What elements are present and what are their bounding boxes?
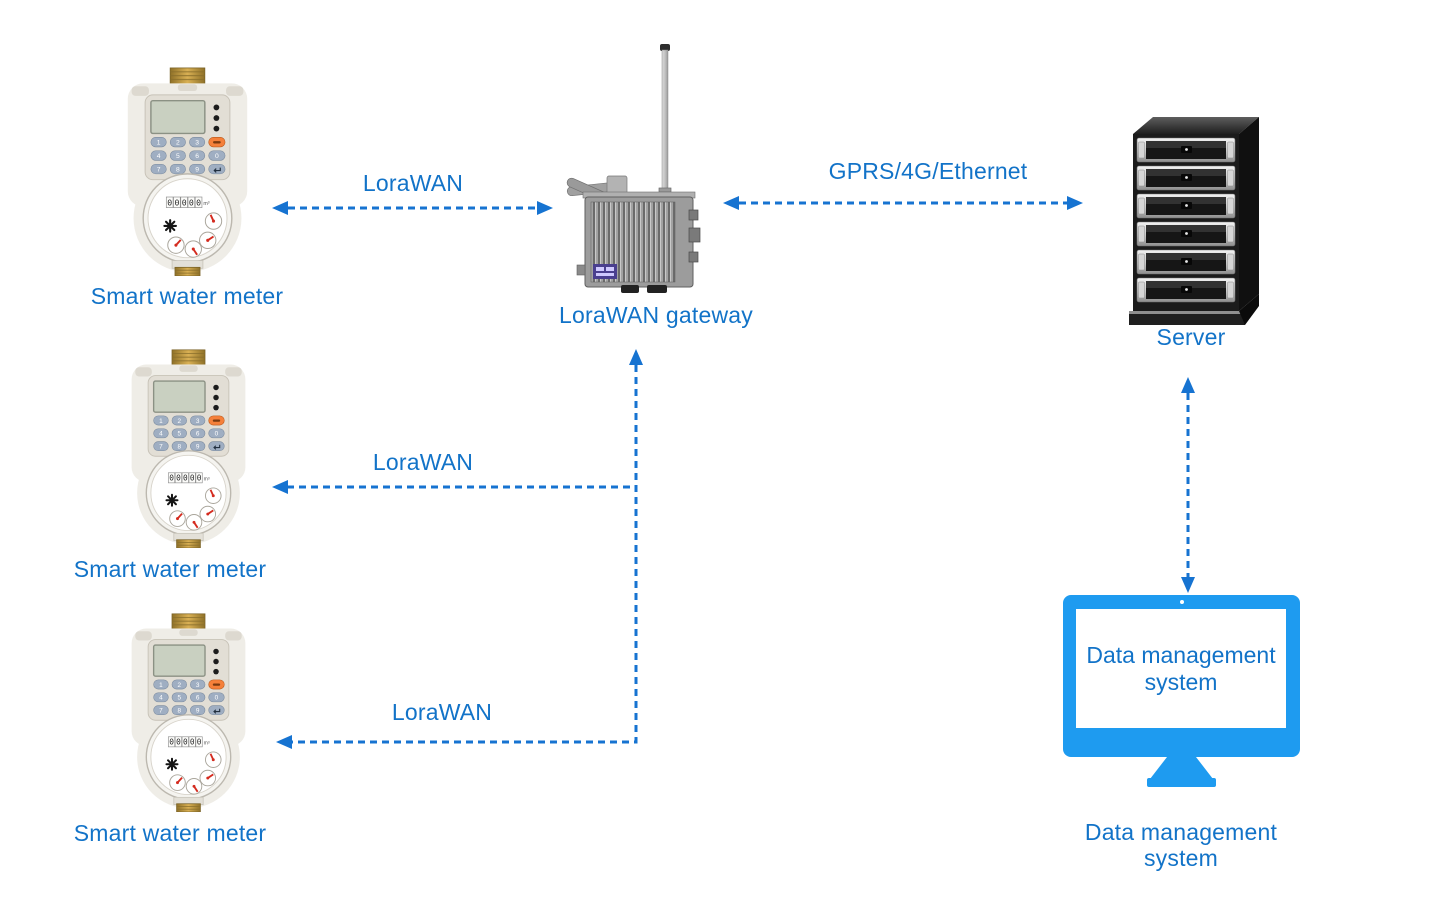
dms-label-line1: Data management [1084, 819, 1278, 845]
link-label-lorawan-1: LoraWAN [362, 170, 464, 196]
link-label-gprs-4g-ethernet: GPRS/4G/Ethernet [828, 158, 1028, 184]
link-label-lorawan-3: LoraWAN [391, 699, 493, 725]
gateway-enclosure [576, 191, 701, 293]
dms-screen-text: Data management system [1086, 642, 1275, 696]
smart-water-meter-1-image [126, 66, 249, 276]
dms-label-line2: system [1143, 845, 1219, 871]
server-label: Server [1156, 324, 1226, 350]
gateway-brand-label [593, 264, 617, 279]
dms-monitor: Data management system [1063, 595, 1300, 787]
lorawan-gateway-image [566, 44, 701, 293]
dms-screen: Data management system [1076, 609, 1286, 728]
meter1-label: Smart water meter [90, 283, 284, 309]
smart-water-meter-3-image [130, 612, 247, 812]
dms-screen-line1: Data management [1086, 641, 1276, 668]
meter2-label: Smart water meter [73, 556, 267, 582]
meter3-label: Smart water meter [73, 820, 267, 846]
gateway-label: LoraWAN gateway [559, 302, 753, 328]
link-server-dms [1181, 377, 1195, 593]
link-meters-gateway-trunk [272, 349, 643, 749]
smart-water-meter-2-image [130, 348, 247, 548]
server-image [1129, 117, 1259, 325]
link-meter1-gateway [272, 201, 553, 215]
camera-dot-icon [1179, 600, 1184, 604]
monitor-stand [1150, 757, 1213, 779]
link-label-lorawan-2: LoraWAN [372, 449, 474, 475]
gateway-antenna [658, 44, 672, 203]
dms-label: Data management system [1085, 819, 1277, 871]
dms-monitor-frame: Data management system [1063, 595, 1300, 757]
monitor-base [1147, 778, 1216, 787]
link-gateway-server [723, 196, 1083, 210]
server-bays [1136, 137, 1236, 303]
dms-screen-line2: system [1144, 668, 1218, 695]
